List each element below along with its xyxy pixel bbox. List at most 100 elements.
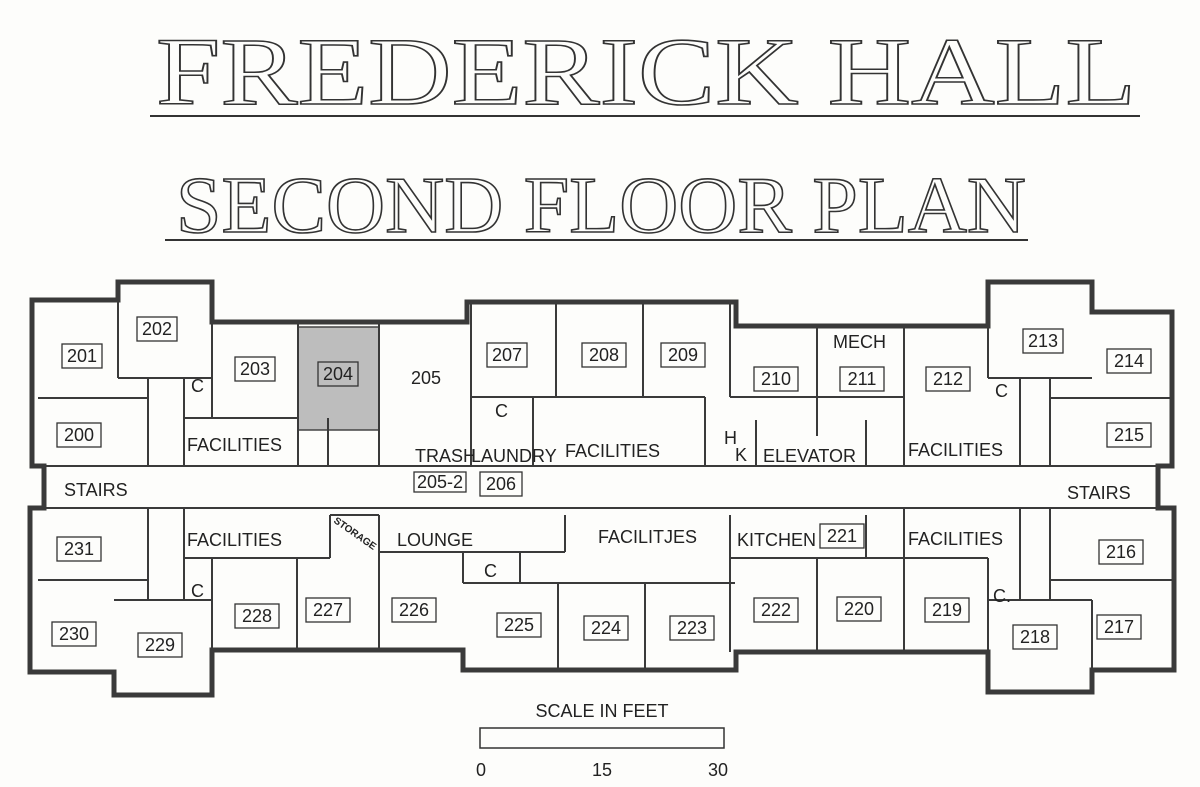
- room-label-box-222: [753, 597, 799, 623]
- room-label-box-224: [583, 615, 629, 641]
- label-lounge: LOUNGE: [397, 530, 473, 550]
- room-210: 210: [761, 369, 791, 389]
- room-208: 208: [589, 345, 619, 365]
- label-elevator: ELEVATOR: [763, 446, 856, 466]
- label-c-2: C: [495, 401, 508, 421]
- room-217: 217: [1104, 617, 1134, 637]
- label-facilities-2: FACILITIES: [565, 441, 660, 461]
- room-200: 200: [64, 425, 94, 445]
- north-interior-walls: [38, 300, 1172, 466]
- room-label-box-210: [753, 366, 799, 392]
- room-214: 214: [1114, 351, 1144, 371]
- room-202: 202: [142, 319, 172, 339]
- room-219: 219: [932, 600, 962, 620]
- scale-bar: SCALE IN FEET 0 15 30: [476, 701, 728, 780]
- room-213: 213: [1028, 331, 1058, 351]
- room-215: 215: [1114, 425, 1144, 445]
- room-204: 204: [323, 364, 353, 384]
- room-label-box-219: [924, 597, 970, 623]
- room-label-box-227: [305, 597, 351, 623]
- room-label-box-206: [479, 471, 523, 497]
- room-label-box-226: [391, 597, 437, 623]
- storage-label: STORAGE: [331, 515, 378, 552]
- room-label-box-218: [1012, 624, 1058, 650]
- room-label-box-223: [669, 615, 715, 641]
- room-labels: 201 202 203 204 205 207 208 209 210 211 212 213 214 2…: [51, 316, 1152, 658]
- room-label-box-213: [1022, 328, 1064, 354]
- label-laundry: LAUNDRY: [471, 446, 557, 466]
- label-stairs-right: STAIRS: [1067, 483, 1131, 503]
- room-label-box-228: [234, 603, 280, 629]
- label-facilities-6: FACILITJES: [598, 527, 697, 547]
- room-205-2: 205-2: [417, 472, 463, 492]
- label-facilities-1: FACILITIES: [187, 435, 282, 455]
- room-label-box-202: [136, 316, 178, 342]
- room-label-box-211: [839, 366, 885, 392]
- map-title: FREDERICK HALL: [156, 18, 1136, 125]
- area-labels: STAIRS STAIRS FACILITIES FACILITIES FACILITI…: [64, 332, 1131, 606]
- room-203: 203: [240, 359, 270, 379]
- room-223: 223: [677, 618, 707, 638]
- label-h: H: [724, 428, 737, 448]
- label-c-3: C: [995, 381, 1008, 401]
- room-207: 207: [492, 345, 522, 365]
- room-218: 218: [1020, 627, 1050, 647]
- south-interior-walls: [38, 508, 1172, 670]
- room-201: 201: [67, 346, 97, 366]
- scale-tick-15: 15: [592, 760, 612, 780]
- label-kitchen: KITCHEN: [737, 530, 816, 550]
- label-mech: MECH: [833, 332, 886, 352]
- room-230: 230: [59, 624, 89, 644]
- room-label-box-216: [1098, 539, 1144, 565]
- room-label-box-201: [61, 343, 103, 369]
- room-228: 228: [242, 606, 272, 626]
- room-label-box-220: [836, 596, 882, 622]
- label-facilities-4: FACILITIES: [187, 530, 282, 550]
- room-label-box-212: [925, 366, 971, 392]
- room-label-box-214: [1106, 348, 1152, 374]
- room-216: 216: [1106, 542, 1136, 562]
- room-label-box-203: [234, 356, 276, 382]
- label-facilities-3: FACILITIES: [908, 440, 1003, 460]
- label-c-1: C: [191, 376, 204, 396]
- room-220: 220: [844, 599, 874, 619]
- scale-tick-30: 30: [708, 760, 728, 780]
- room-label-box-200: [56, 422, 102, 448]
- room-label-box-231: [56, 536, 102, 562]
- label-facilities-5: FACILITIES: [908, 529, 1003, 549]
- room-222: 222: [761, 600, 791, 620]
- map-subtitle: SECOND FLOOR PLAN: [176, 162, 1026, 250]
- room-211: 211: [848, 369, 877, 389]
- label-k: K: [735, 445, 747, 465]
- room-label-box-215: [1106, 422, 1152, 448]
- room-225: 225: [504, 615, 534, 635]
- room-label-box-209: [660, 342, 706, 368]
- label-c-6: C.: [993, 586, 1011, 606]
- room-209: 209: [668, 345, 698, 365]
- room-label-box-205-2: [413, 471, 467, 493]
- label-stairs-left: STAIRS: [64, 480, 128, 500]
- room-224: 224: [591, 618, 621, 638]
- room-212: 212: [933, 369, 963, 389]
- room-label-box-208: [581, 342, 627, 368]
- room-label-box-229: [137, 632, 183, 658]
- exterior-wall: [27, 279, 1177, 698]
- scale-title: SCALE IN FEET: [535, 701, 668, 721]
- room-231: 231: [64, 539, 94, 559]
- room-221: 221: [827, 526, 857, 546]
- room-label-box-204: [317, 361, 359, 387]
- label-c-4: C: [484, 561, 497, 581]
- room-229: 229: [145, 635, 175, 655]
- room-206: 206: [486, 474, 516, 494]
- room-227: 227: [313, 600, 343, 620]
- room-label-box-221: [819, 523, 865, 549]
- label-c-5: C: [191, 581, 204, 601]
- label-trash: TRASH: [415, 446, 476, 466]
- room-226: 226: [399, 600, 429, 620]
- room-label-box-207: [486, 342, 528, 368]
- room-label-box-225: [496, 612, 542, 638]
- room-205: 205: [411, 368, 441, 388]
- room-label-box-230: [51, 621, 97, 647]
